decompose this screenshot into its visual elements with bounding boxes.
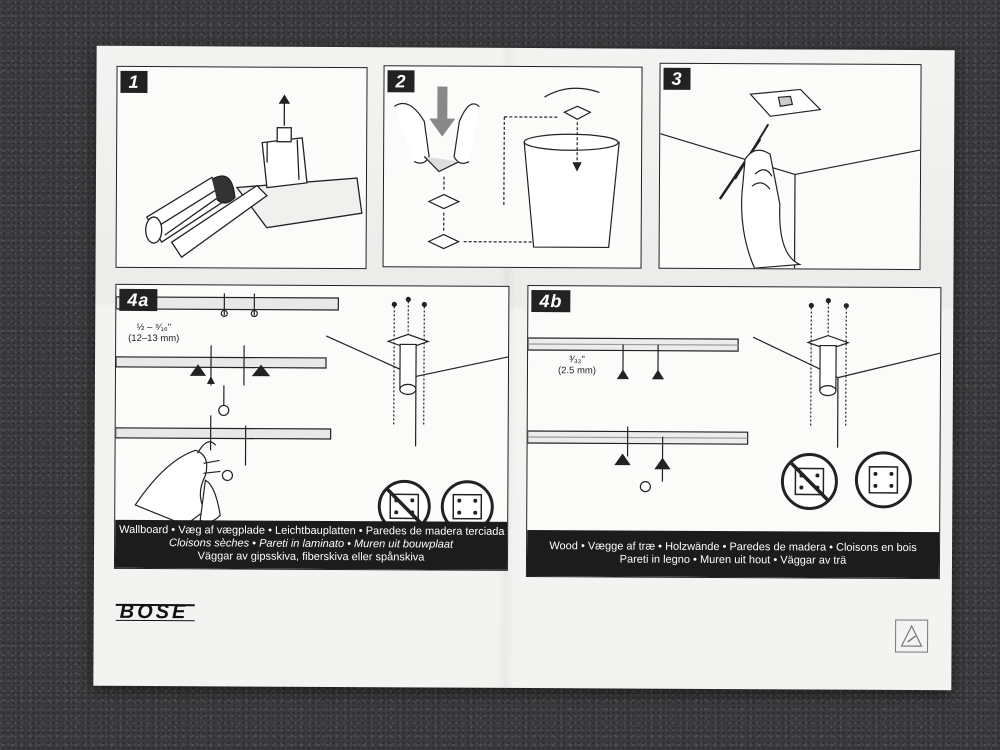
step-4a-illustration xyxy=(115,293,509,534)
step-4b-illustration xyxy=(527,297,941,510)
step-3-illustration xyxy=(660,88,921,269)
caption-line: Cloisons sèches • Pareti in laminato • M… xyxy=(168,537,454,551)
recycle-mark-icon xyxy=(895,619,929,653)
panel-step-3: 3 xyxy=(658,62,922,271)
dimension-mm: (2.5 mm) xyxy=(557,365,597,377)
panel-step-2: 2 xyxy=(382,65,643,269)
panel-step-4a: 4a ½ – ⁹⁄₁₆" (12–13 mm) Wallboard • Væg … xyxy=(113,283,510,571)
panel-step-4b: 4b ³⁄₃₂" (2.5 mm) Wood • Vægge af træ • … xyxy=(525,285,942,580)
step-2-illustration xyxy=(394,86,620,250)
dimension-label-4a: ½ – ⁹⁄₁₆" (12–13 mm) xyxy=(128,322,179,344)
instruction-sheet: 1 xyxy=(93,45,955,691)
caption-4a: Wallboard • Væg af vægplade • Leichtbaup… xyxy=(114,519,508,570)
dimension-fraction: ½ – ⁹⁄₁₆" xyxy=(136,321,172,334)
step-number-1: 1 xyxy=(120,70,148,94)
step-number-3: 3 xyxy=(663,67,691,90)
caption-4b: Wood • Vægge af træ • Holzwände • Parede… xyxy=(526,530,940,579)
step-number-4b: 4b xyxy=(531,290,571,313)
step-number-4a: 4a xyxy=(119,288,158,312)
dimension-fraction: ³⁄₃₂" xyxy=(569,354,585,366)
plate-icon xyxy=(440,480,494,534)
caption-line: Väggar av gipsskiva, fiberskiva eller sp… xyxy=(197,550,425,564)
step-number-2: 2 xyxy=(387,70,415,93)
no-symbol-icon xyxy=(780,452,838,510)
no-symbol-icon xyxy=(377,479,431,533)
dimension-label-4b: ³⁄₃₂" (2.5 mm) xyxy=(558,354,596,376)
dimension-mm: (12–13 mm) xyxy=(128,332,180,345)
bose-logo: BOSE xyxy=(119,600,189,624)
step-1-illustration xyxy=(145,94,363,259)
plate-icon xyxy=(854,451,912,509)
caption-line: Pareti in legno • Muren uit hout • Vägga… xyxy=(619,553,847,567)
panel-step-1: 1 xyxy=(115,65,368,270)
